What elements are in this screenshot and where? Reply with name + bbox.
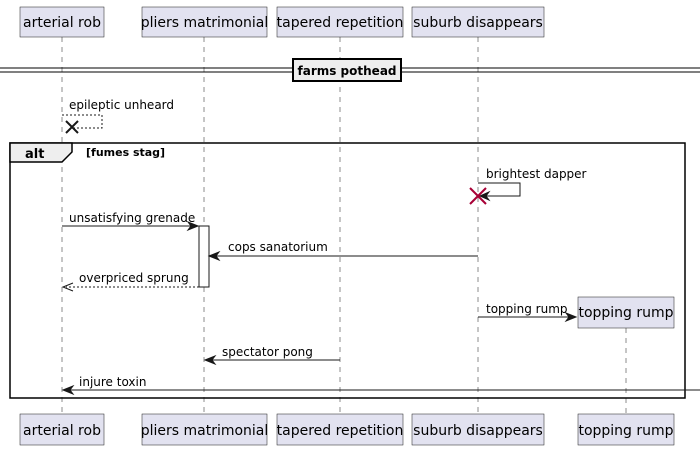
message-overpriced-sprung: overpriced sprung xyxy=(61,271,199,292)
message-label: topping rump xyxy=(486,302,568,316)
message-label: epileptic unheard xyxy=(69,98,174,112)
participant-label: arterial rob xyxy=(23,15,101,31)
message-label: overpriced sprung xyxy=(79,271,189,285)
message-topping-rump: topping rump xyxy=(478,302,578,323)
message-label: spectator pong xyxy=(222,345,313,359)
message-spectator-pong: spectator pong xyxy=(203,345,340,366)
message-label: unsatisfying grenade xyxy=(69,211,195,225)
participant-arterial-rob-bottom: arterial rob xyxy=(19,413,105,446)
group-keyword: alt xyxy=(25,147,44,162)
participant-label: pliers matrimonial xyxy=(141,423,269,439)
message-label: injure toxin xyxy=(79,375,146,389)
participant-label: pliers matrimonial xyxy=(141,15,269,31)
participant-label: topping rump xyxy=(578,305,673,321)
participant-topping-rump-created: topping rump xyxy=(577,296,675,329)
participant-tapered-repetition-bottom: tapered repetition xyxy=(277,413,404,446)
participant-label: suburb disappears xyxy=(413,15,543,31)
participant-arterial-rob-top: arterial rob xyxy=(19,6,105,38)
participant-suburb-disappears-top: suburb disappears xyxy=(411,6,545,38)
participant-label: suburb disappears xyxy=(413,423,543,439)
destroy-icon xyxy=(65,120,79,134)
participant-label: tapered repetition xyxy=(277,15,404,31)
destroy-icon-red xyxy=(469,187,487,205)
message-label: cops sanatorium xyxy=(228,240,328,254)
message-brightest-dapper: brightest dapper xyxy=(478,167,587,202)
participant-topping-rump-bottom: topping rump xyxy=(577,413,675,446)
activation-bar xyxy=(198,225,210,288)
divider-label: farms pothead xyxy=(298,64,397,78)
message-label: brightest dapper xyxy=(486,167,587,181)
message-epileptic-unheard: epileptic unheard xyxy=(62,98,174,129)
participant-pliers-matrimonial-bottom: pliers matrimonial xyxy=(141,413,269,446)
participant-label: topping rump xyxy=(578,423,673,439)
participant-pliers-matrimonial-top: pliers matrimonial xyxy=(141,6,269,38)
group-condition: [fumes stag] xyxy=(86,146,165,159)
participant-suburb-disappears-bottom: suburb disappears xyxy=(411,413,545,446)
message-injure-toxin: injure toxin xyxy=(61,375,700,396)
alt-group: alt [fumes stag] xyxy=(9,142,686,399)
message-cops-sanatorium: cops sanatorium xyxy=(207,240,478,262)
participant-tapered-repetition-top: tapered repetition xyxy=(277,6,404,38)
participant-label: arterial rob xyxy=(23,423,101,439)
divider: farms pothead xyxy=(0,58,700,82)
message-unsatisfying-grenade: unsatisfying grenade xyxy=(62,211,200,232)
participant-label: tapered repetition xyxy=(277,423,404,439)
